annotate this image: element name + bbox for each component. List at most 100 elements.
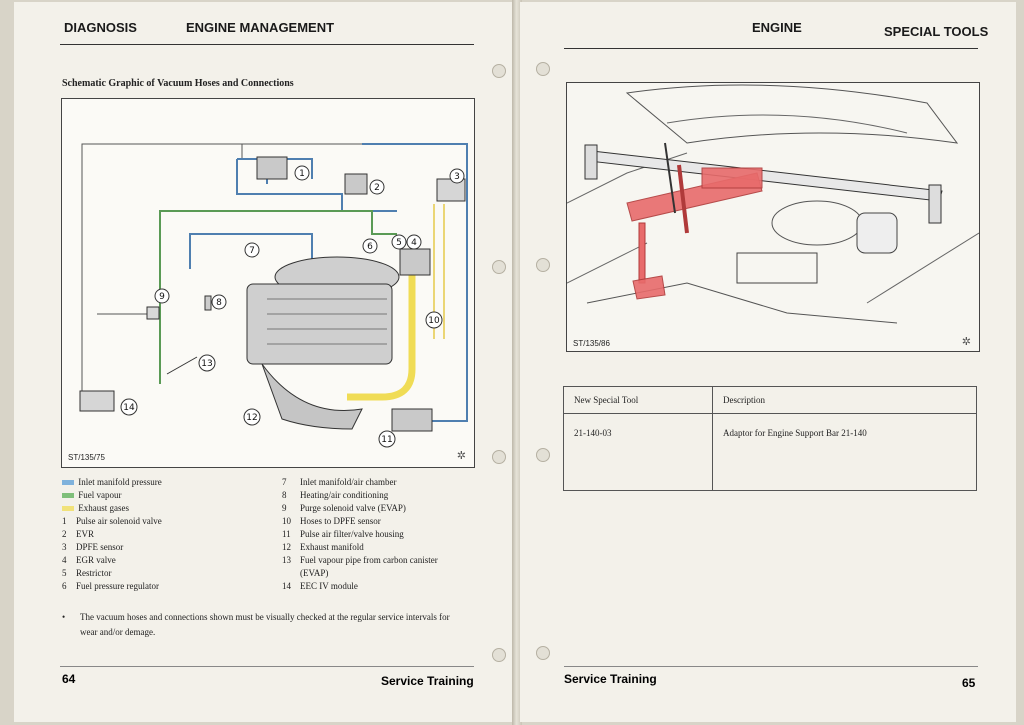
table-header-row: New Special Tool Description <box>563 386 977 414</box>
right-header-rule <box>564 48 978 49</box>
binder-hole <box>492 260 506 274</box>
right-footer-rule <box>564 666 978 667</box>
right-header-chapter: SPECIAL TOOLS <box>884 24 989 39</box>
note-line-2: wear and/or demage. <box>80 627 156 637</box>
left-header-rule <box>60 44 474 45</box>
legend-num: 2 <box>62 529 67 539</box>
figure-title: Schematic Graphic of Vacuum Hoses and Co… <box>62 78 294 89</box>
legend-item: Fuel vapour pipe from carbon canister <box>300 555 438 565</box>
legend-num: 7 <box>282 477 287 487</box>
callout-7: 7 <box>249 246 255 256</box>
binder-hole <box>492 450 506 464</box>
support-bar <box>584 144 943 224</box>
left-header-section: DIAGNOSIS <box>64 20 137 35</box>
callout-8: 8 <box>216 298 222 308</box>
tool-number-cell: 21-140-03 <box>563 413 713 491</box>
legend-num: 5 <box>62 568 67 578</box>
callout-14: 14 <box>123 403 135 413</box>
figure-ref: ST/135/75 <box>68 453 105 462</box>
engine-block <box>246 256 400 430</box>
legend-item: Heating/air conditioning <box>300 490 389 500</box>
legend-item: Exhaust manifold <box>300 542 364 552</box>
legend-num: 1 <box>62 516 67 526</box>
engine-support-photo: ST/135/86 ✲ <box>566 82 980 352</box>
callout-2: 2 <box>374 183 380 193</box>
exhaust-pipe <box>347 274 416 401</box>
callout-1: 1 <box>299 169 305 179</box>
legend-item: Purge solenoid valve (EVAP) <box>300 503 406 513</box>
signal-line <box>81 143 362 397</box>
legend-item: EVR <box>76 529 94 539</box>
logo-icon: ✲ <box>456 450 466 462</box>
note-line-1: The vacuum hoses and connections shown m… <box>80 612 450 622</box>
col-tool-header: New Special Tool <box>563 386 713 414</box>
right-header-section: ENGINE <box>752 20 802 35</box>
vacuum-schematic-figure: 1 2 3 4 5 6 7 8 9 10 11 12 13 14 ST/135/… <box>61 98 475 468</box>
binder-hole <box>536 448 550 462</box>
left-header-chapter: ENGINE MANAGEMENT <box>186 20 335 35</box>
legend-num: 8 <box>282 490 287 500</box>
callout-3: 3 <box>454 172 460 182</box>
legend-color-label: Inlet manifold pressure <box>78 477 162 487</box>
legend-num: 11 <box>282 529 291 539</box>
callout-11: 11 <box>381 435 392 445</box>
photo-ref: ST/135/86 <box>573 339 610 348</box>
binder-hole <box>536 62 550 76</box>
callout-9: 9 <box>159 292 165 302</box>
legend-num: 14 <box>282 581 291 591</box>
book-gutter <box>512 0 522 725</box>
vacuum-schematic-diagram: 1 2 3 4 5 6 7 8 9 10 11 12 13 14 <box>79 143 468 448</box>
note-bullet: • <box>62 612 66 622</box>
eec-module <box>79 390 115 412</box>
special-tools-table: New Special Tool Description 21-140-03 A… <box>563 386 977 491</box>
exhaust-swatch <box>62 506 74 512</box>
legend-num: 6 <box>62 581 67 591</box>
legend-item: EEC IV module <box>300 581 358 591</box>
legend-item: Fuel pressure regulator <box>76 581 159 591</box>
callout-4: 4 <box>411 238 417 248</box>
right-page-number: 65 <box>962 676 976 690</box>
fuel-vapour-pipe <box>159 210 397 384</box>
binder-hole <box>536 646 550 660</box>
legend-item: Pulse air filter/valve housing <box>300 529 404 539</box>
legend-num: 12 <box>282 542 291 552</box>
left-page: DIAGNOSIS ENGINE MANAGEMENT Schematic Gr… <box>14 2 514 722</box>
fuel-vapour-swatch <box>62 493 74 499</box>
legend-item: EGR valve <box>76 555 116 565</box>
legend-color-label: Exhaust gases <box>78 503 129 513</box>
legend-color-label: Fuel vapour <box>78 490 122 500</box>
col-description-header: Description <box>712 386 977 414</box>
logo-icon: ✲ <box>961 336 971 348</box>
binder-hole <box>536 258 550 272</box>
left-footer-rule <box>60 666 474 667</box>
legend-num: 9 <box>282 503 287 513</box>
adaptor-tool-highlight <box>626 164 763 300</box>
legend-num: 3 <box>62 542 67 552</box>
legend-item: Inlet manifold/air chamber <box>300 477 397 487</box>
legend-num: 10 <box>282 516 291 526</box>
tool-description-cell: Adaptor for Engine Support Bar 21-140 <box>712 413 977 491</box>
engine-bay-illustration <box>566 84 980 324</box>
legend-left: Inlet manifold pressure Fuel vapour Exha… <box>62 476 162 593</box>
legend-item: (EVAP) <box>300 568 329 578</box>
pulse-air-solenoid <box>256 156 288 180</box>
legend-num: 13 <box>282 555 291 565</box>
left-footer: Service Training <box>381 674 474 688</box>
callout-12: 12 <box>246 413 257 423</box>
left-page-number: 64 <box>62 672 76 686</box>
binder-hole <box>492 648 506 662</box>
legend-item: DPFE sensor <box>76 542 124 552</box>
callout-5: 5 <box>396 238 402 248</box>
legend-num: 4 <box>62 555 67 565</box>
callout-6: 6 <box>367 242 373 252</box>
callout-13: 13 <box>201 359 212 369</box>
legend-item: Pulse air solenoid valve <box>76 516 162 526</box>
legend-right: 7 Inlet manifold/air chamber 8 Heating/air… <box>282 476 438 593</box>
callout-10: 10 <box>428 316 440 326</box>
legend-item: Hoses to DPFE sensor <box>300 516 381 526</box>
inlet-pressure-swatch <box>62 480 74 486</box>
right-page: ENGINE SPECIAL TOOLS <box>520 2 1016 722</box>
right-footer: Service Training <box>564 672 657 686</box>
vacuum-hose <box>236 143 468 422</box>
binder-hole <box>492 64 506 78</box>
